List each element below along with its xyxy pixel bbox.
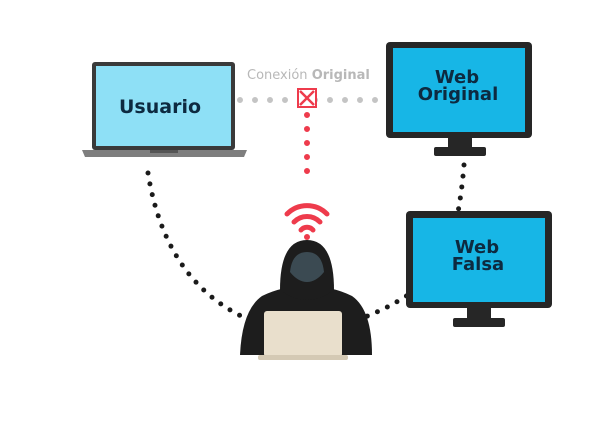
original-web-label-line1: Web [435,67,479,88]
fake-web-monitor: Web Falsa [406,211,552,327]
original-web-label-line2: Original [418,84,499,105]
connection-label-prefix: Conexión [247,68,308,83]
user-laptop: Usuario [82,62,247,157]
user-laptop-label: Usuario [119,96,201,118]
original-to-fake-link [455,162,467,215]
fake-web-label-line2: Falsa [452,254,504,275]
user-to-attacker-link [145,170,248,321]
original-web-monitor: Web Original [386,42,532,156]
connection-label-emphasis: Original [312,68,370,83]
wifi-icon [284,203,330,240]
fake-web-label-line1: Web [455,237,499,258]
x-mark-icon [297,88,317,108]
hooded-hacker-icon [240,240,372,360]
original-connection-label: Conexión Original [247,68,370,83]
